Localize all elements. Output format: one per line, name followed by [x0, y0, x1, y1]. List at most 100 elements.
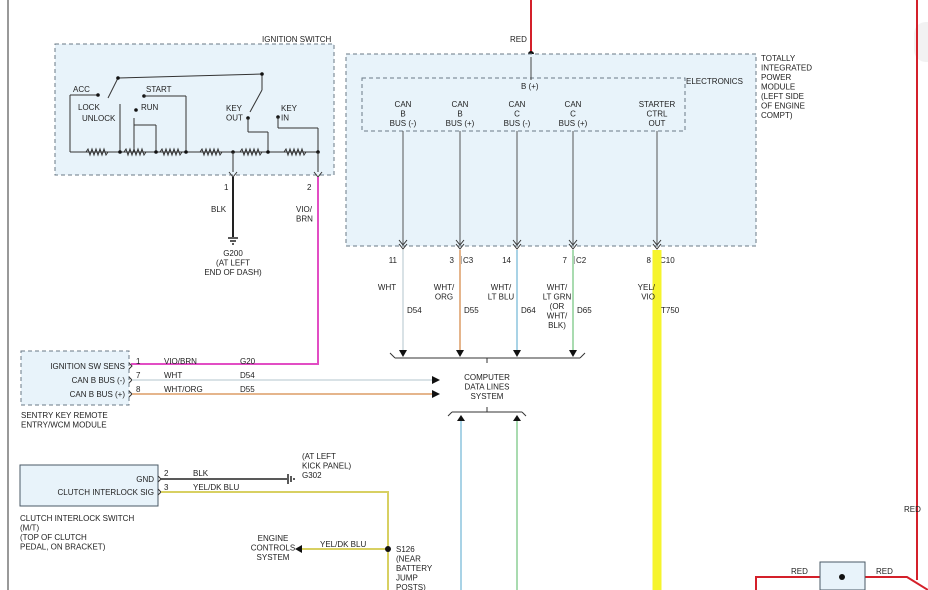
tipm-pin-number: 11	[389, 256, 398, 265]
tipm-circuit-id: D54	[407, 306, 422, 315]
tipm-connector-icon	[568, 243, 578, 250]
engine-controls-arrow	[295, 545, 302, 553]
sentry-row-2: CAN B BUS (-) 7 WHT D54	[72, 371, 440, 385]
clutch-sig-label: CLUTCH INTERLOCK SIG	[58, 488, 154, 497]
right-arrow-icon	[432, 390, 440, 398]
sentry-row-label: CAN B BUS (+)	[70, 390, 126, 399]
pos-run-label: RUN	[141, 103, 159, 112]
tipm-circuit-id: D65	[577, 306, 592, 315]
clutch-blk-label: BLK	[193, 469, 209, 478]
ign-pin2-number: 2	[307, 183, 312, 192]
sentry-wire-color: WHT	[164, 371, 182, 380]
sentry-circuit-id: G20	[240, 357, 256, 366]
clutch-yel-dkblu-wire	[161, 491, 389, 590]
ign-wire2-label: VIO/BRN	[296, 205, 313, 224]
ign-wire1-label: BLK	[211, 205, 227, 214]
sentry-row-label: CAN B BUS (-)	[72, 376, 126, 385]
right-red-label-3: RED	[876, 567, 893, 576]
data-lines-arrow-left	[457, 415, 465, 421]
clutch-switch-box	[19, 464, 159, 507]
tipm-connector-icon	[398, 239, 408, 246]
sentry-pin-number: 8	[136, 385, 141, 394]
sentry-pin-number: 7	[136, 371, 141, 380]
tipm-circuit-id: D64	[521, 306, 536, 315]
down-arrow-icon	[513, 350, 521, 357]
tipm-connector-icon	[652, 243, 662, 250]
sentry-connector-icon	[128, 362, 133, 370]
right-red-label-2: RED	[791, 567, 808, 576]
tipm-pin-number: 14	[502, 256, 511, 265]
tipm-circuit-id: T750	[661, 306, 680, 315]
ign-pin1-number: 1	[224, 183, 229, 192]
sentry-wire-color: VIO/BRN	[164, 357, 197, 366]
sentry-wire-color: WHT/ORG	[164, 385, 203, 394]
data-lines-bracket-bottom	[447, 407, 527, 417]
tipm-connector-icon	[455, 239, 465, 246]
down-arrow-icon	[456, 350, 464, 357]
tipm-pin-number: 8	[647, 256, 652, 265]
ignition-switch-schematic	[69, 72, 320, 172]
tipm-wire-color: WHT/LT BLU	[488, 283, 515, 302]
clutch-sig-wire-label: YEL/DK BLU	[193, 483, 239, 492]
tipm-pin-number: 7	[563, 256, 568, 265]
sentry-circuit-id: D54	[240, 371, 255, 380]
clutch-pin3-number: 3	[164, 483, 169, 492]
tipm-connector-icon	[568, 239, 578, 246]
clutch-pin2-number: 2	[164, 469, 169, 478]
sentry-circuit-id: D55	[240, 385, 255, 394]
sentry-row-3: CAN B BUS (+) 8 WHT/ORG D55	[70, 385, 440, 399]
pos-acc-label: ACC	[73, 85, 90, 94]
tipm-connector-id: C3	[463, 256, 474, 265]
down-arrow-icon	[399, 350, 407, 357]
ignition-switch-title: IGNITION SWITCH	[262, 35, 332, 44]
s126-splice-dot	[385, 546, 391, 552]
clutch-switch-title: CLUTCH INTERLOCK SWITCH(M/T)(TOP OF CLUT…	[20, 514, 134, 552]
sentry-module-box	[20, 350, 130, 406]
lower-right-splice-dot	[839, 574, 845, 580]
tipm-connector-icon	[512, 243, 522, 250]
electronics-box	[361, 77, 686, 132]
lower-red-wire-right	[865, 576, 928, 590]
down-arrow-icon	[569, 350, 577, 357]
bplus-label: B (+)	[521, 82, 539, 91]
tipm-wire-color: WHT	[378, 283, 396, 292]
tipm-wire-color: WHT/ORG	[434, 283, 455, 302]
ground-g302-icon	[287, 474, 295, 484]
data-lines-arrow-right	[513, 415, 521, 421]
tipm-wire-color: YEL/VIO	[638, 283, 656, 302]
right-arrow-icon	[432, 376, 440, 384]
electronics-label: ELECTRONICS	[686, 77, 743, 86]
tipm-circuit-id: D55	[464, 306, 479, 315]
tipm-connector-icon	[455, 243, 465, 250]
clutch-gnd-label: GND	[136, 475, 154, 484]
sentry-pin-number: 1	[136, 357, 141, 366]
vio-brn-wire	[131, 177, 319, 365]
tipm-connector-icon	[512, 239, 522, 246]
tipm-pin-number: 3	[450, 256, 455, 265]
tipm-connector-icon	[398, 243, 408, 250]
lower-right-component-box	[819, 561, 866, 590]
pos-lock-label: LOCK	[78, 103, 100, 112]
pos-start-label: START	[146, 85, 172, 94]
